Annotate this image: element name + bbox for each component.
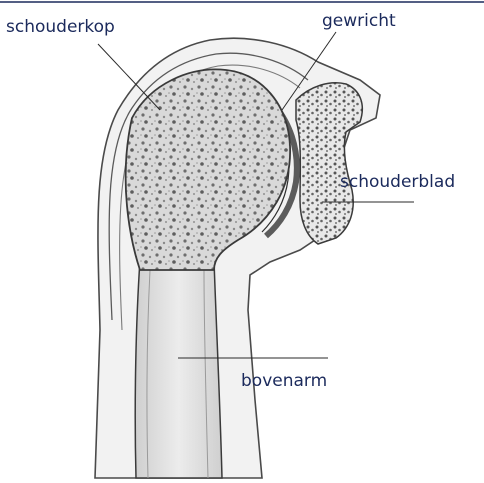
scapula — [296, 83, 362, 244]
label-upper-arm: bovenarm — [241, 371, 327, 391]
humerus-shaft — [135, 260, 222, 478]
label-shoulder-blade: schouderblad — [340, 172, 455, 192]
label-humeral-head: schouderkop — [6, 17, 115, 37]
label-joint: gewricht — [322, 11, 396, 31]
